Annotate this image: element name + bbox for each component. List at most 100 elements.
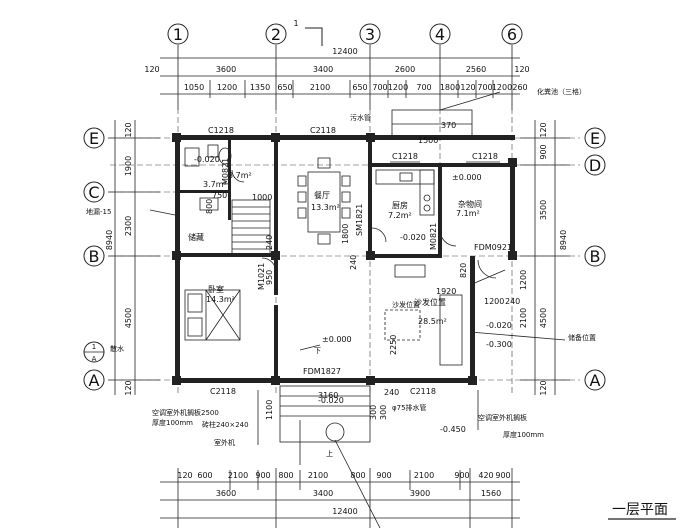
bathroom-fixtures <box>184 144 232 211</box>
inner-dim-800: 800 <box>205 199 214 214</box>
axis-label-sub-den: A <box>92 355 97 363</box>
dim-left-total: 8940 <box>105 230 114 250</box>
dim-top-row2-9: 1800 <box>440 83 460 92</box>
dim-right-extra-0: 1200 <box>519 270 528 290</box>
bed <box>184 289 241 341</box>
axis-label-b-right: B <box>590 247 601 266</box>
room-storage-name: 杂物间 <box>458 199 482 209</box>
leader-lines <box>149 209 566 528</box>
right-dimension-lines <box>520 120 570 395</box>
annotations: 化粪池（三格） 污水管 地漏-15 散水 储备位置 空调室外机搁板2500 厚度… <box>86 87 596 458</box>
inner-dim-300b: 300 <box>379 405 388 420</box>
axis-label-3: 3 <box>365 25 375 44</box>
note-down: 下 <box>314 347 321 355</box>
dim-top-row2-10: 120 <box>460 83 475 92</box>
axis-circle-4 <box>429 23 451 45</box>
level-bath: -0.020 <box>194 155 220 164</box>
drawing-title-block: 一层平面 <box>608 502 676 520</box>
axis-circle-a-left <box>83 369 105 391</box>
dim-left-inner-2: 2300 <box>124 216 133 236</box>
axis-circle-2 <box>265 23 287 45</box>
dim-top-row1-5: 120 <box>514 65 529 74</box>
inner-dim-1000: 1000 <box>252 193 272 202</box>
dim-left-inner-4: 120 <box>124 380 133 395</box>
code-c2118-bottom-right: C2118 <box>410 387 436 396</box>
room-living-area: 28.5m² <box>418 317 447 326</box>
dim-top-row2-2: 1350 <box>250 83 270 92</box>
axis-labels: 1 2 3 4 6 E C B 1 A A E D B A 1 <box>88 19 601 390</box>
dim-bottom-row1-10: 420 <box>478 471 493 480</box>
left-dimension-lines <box>108 120 160 395</box>
inner-dim-1100: 1100 <box>265 400 274 420</box>
code-sm1821: SM1821 <box>355 204 364 236</box>
note-column: 砖柱240×240 <box>202 420 249 429</box>
inner-dimension-texts: 1000 750 800 240 950 1800 240 1920 2250 … <box>205 121 520 420</box>
windows <box>205 135 500 383</box>
room-bath1-area: 3.7m² <box>203 180 227 189</box>
level-porch1: -0.020 <box>486 321 512 330</box>
dim-top-row2-1: 1200 <box>217 83 237 92</box>
axis-circle-b-right <box>584 245 606 267</box>
code-c1218-kitchen: C1218 <box>392 152 418 161</box>
dim-bottom-row2-3: 1560 <box>481 489 501 498</box>
dim-right-extra-1: 2100 <box>519 308 528 328</box>
bottom-dimension-lines <box>160 468 520 528</box>
note-section-left: 散水 <box>110 344 124 353</box>
inner-dim-240c: 240 <box>505 297 520 306</box>
axis-label-e-right: E <box>590 129 600 148</box>
inner-dim-820: 820 <box>459 263 468 278</box>
level-entry1: -0.020 <box>318 396 344 405</box>
dim-top-row1-1: 3600 <box>216 65 236 74</box>
walls <box>172 133 517 385</box>
inner-dim-1200: 1200 <box>484 297 504 306</box>
dim-top-row1-3: 2600 <box>395 65 415 74</box>
dim-top-row2-7: 1200 <box>388 83 408 92</box>
room-living-note: 沙发位置 <box>414 297 446 307</box>
axis-label-sub-num: 1 <box>92 343 96 351</box>
inner-dim-950: 950 <box>265 270 274 285</box>
dining-table <box>297 157 351 245</box>
code-fdm1827: FDM1827 <box>303 367 341 376</box>
code-c2118-bottom-left: C2118 <box>210 387 236 396</box>
dim-top-row2-13: 260 <box>512 83 527 92</box>
axis-label-a-left: A <box>89 371 100 390</box>
dim-bottom-row1-3: 900 <box>255 471 270 480</box>
note-ac-position-right: 储备位置 <box>568 333 596 342</box>
dim-left-inner-1: 1900 <box>124 156 133 176</box>
axis-label-2: 2 <box>271 25 281 44</box>
axis-label-1: 1 <box>173 25 183 44</box>
dim-bottom-row1-4: 800 <box>278 471 293 480</box>
septic-tank <box>391 91 501 139</box>
inner-dim-240b: 240 <box>349 255 358 270</box>
dim-bottom-row1-5: 2100 <box>308 471 328 480</box>
inner-dim-2250: 2250 <box>389 335 398 355</box>
axis-label-e-left: E <box>89 129 99 148</box>
code-m0821: M0821 <box>221 158 230 185</box>
axis-circle-3 <box>359 23 381 45</box>
inner-dim-240a: 240 <box>265 235 274 250</box>
dim-bottom-row2-1: 3400 <box>313 489 333 498</box>
room-dining-name: 餐厅 <box>314 191 330 200</box>
living-room-furniture <box>384 264 463 366</box>
room-bath2-area: 3.7m² <box>228 171 252 180</box>
inner-dim-370: 370 <box>441 121 456 130</box>
code-c1218-right: C1218 <box>472 152 498 161</box>
dim-bottom-row1-8: 2100 <box>414 471 434 480</box>
dim-bottom-row1-6: 800 <box>350 471 365 480</box>
room-kitchen-area: 7.2m² <box>388 211 412 220</box>
code-c1218-left: C1218 <box>208 126 234 135</box>
inner-dim-1800: 1800 <box>341 224 350 244</box>
dim-bottom-row2-2: 3900 <box>410 489 430 498</box>
dim-bottom-row2-0: 3600 <box>216 489 236 498</box>
code-c2118-top: C2118 <box>310 126 336 135</box>
right-dimension-texts: 120 900 3500 4500 120 8940 1200 2100 <box>519 122 568 395</box>
dim-left-inner-0: 120 <box>124 122 133 137</box>
dim-top-row1-2: 3400 <box>313 65 333 74</box>
axis-circle-6 <box>501 23 523 45</box>
inner-dim-1500: 1500 <box>418 136 438 145</box>
left-dimension-texts: 120 1900 2300 4500 120 8940 <box>105 122 133 395</box>
room-storage-area: 7.1m² <box>456 209 480 218</box>
note-floor-drain: 地漏-15 <box>86 207 111 216</box>
elevation-notes: -0.020 ±0.000 -0.020 ±0.000 -0.020 -0.30… <box>194 155 512 434</box>
